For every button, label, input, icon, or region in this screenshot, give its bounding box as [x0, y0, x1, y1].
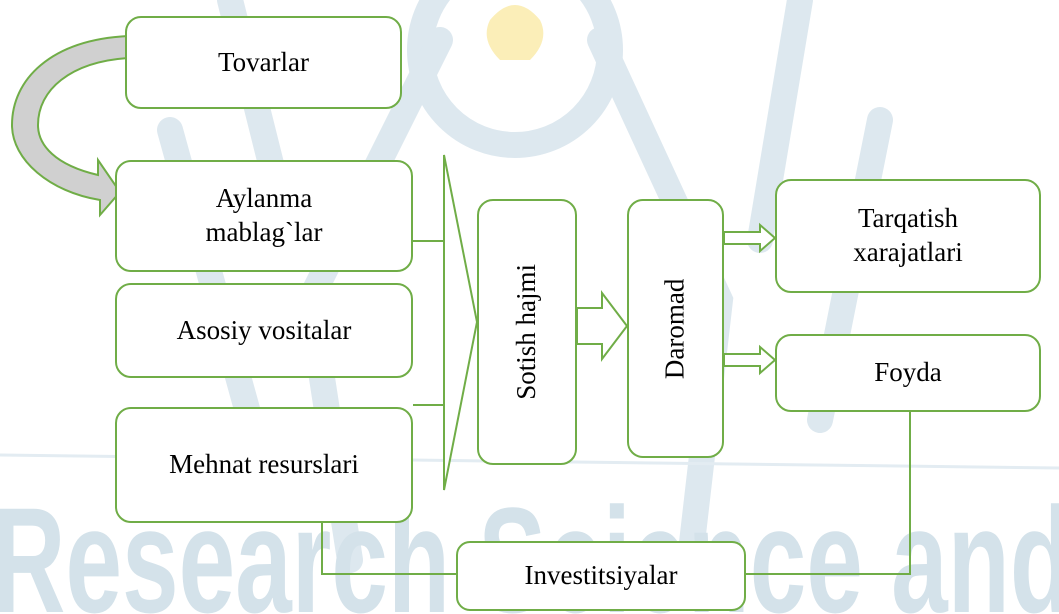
line-investitsiyalar-mehnat [321, 510, 456, 575]
node-daromad: Daromad [627, 199, 724, 458]
node-foyda: Foyda [775, 334, 1041, 412]
node-tarqatish-xarajatlari: Tarqatish xarajatlari [775, 179, 1041, 293]
line-foyda-investitsiyalar [746, 412, 911, 575]
node-label: Mehnat resurslari [169, 449, 359, 480]
node-label: Foyda [874, 357, 942, 388]
node-label: Investitsiyalar [524, 560, 678, 591]
watermark-bulb-icon [486, 5, 544, 60]
node-mehnat-resurslari: Mehnat resurslari [115, 407, 413, 523]
bracket-line [413, 155, 445, 490]
arrow-daromad-foyda-icon [723, 344, 777, 376]
node-label: Aylanma mablag`lar [205, 183, 323, 247]
node-label: Sotish hajmi [511, 264, 542, 400]
node-investitsiyalar: Investitsiyalar [456, 541, 746, 611]
node-aylanma-mablaglar: Aylanma mablag`lar [115, 160, 413, 272]
arrow-daromad-tarqatish-icon [723, 222, 777, 254]
curved-arrow-icon [10, 34, 129, 218]
funnel-arrow-icon [443, 154, 479, 491]
node-tovarlar: Tovarlar [125, 16, 402, 109]
node-label: Tarqatish xarajatlari [853, 203, 963, 267]
node-label: Tovarlar [217, 46, 310, 77]
node-label: Daromad [659, 278, 690, 379]
node-sotish-hajmi: Sotish hajmi [477, 199, 577, 465]
node-asosiy-vositalar: Asosiy vositalar [115, 283, 413, 378]
node-label: Asosiy vositalar [176, 314, 352, 345]
arrow-sotish-daromad-icon [576, 290, 629, 362]
